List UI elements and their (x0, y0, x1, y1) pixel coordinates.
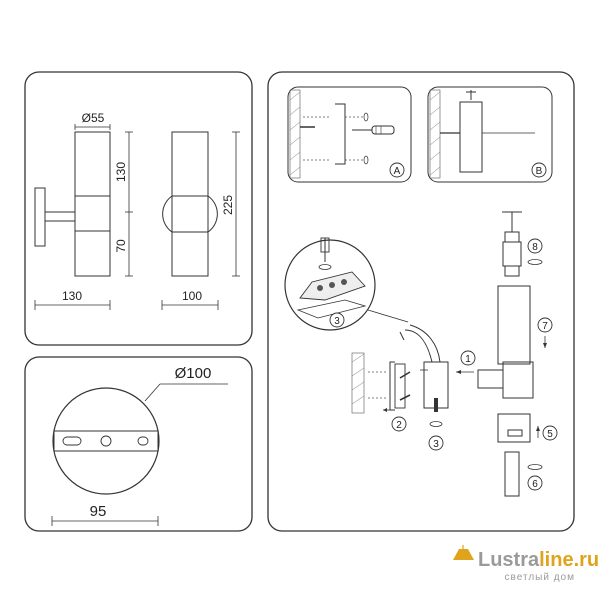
screwdriver-icon (352, 125, 395, 135)
step-circle-3b (428, 435, 444, 451)
step-circle-1 (460, 350, 476, 366)
shade-side (74, 131, 111, 277)
step-circle-5 (542, 425, 558, 441)
mount-slot-right (137, 436, 149, 446)
watermark-logo: Lustraline.ru светлый дом (453, 545, 599, 583)
detail-a: A (287, 86, 412, 183)
detail-a-frame (287, 86, 412, 183)
bulb-socket (502, 241, 522, 267)
panel-dimensions-frame (24, 71, 253, 346)
bulb-socket-top (504, 231, 520, 243)
lamp-lower-body (497, 413, 531, 443)
lamp-body (502, 361, 534, 399)
step-2: 2 (396, 420, 402, 431)
step-3b: 3 (433, 439, 439, 450)
panel-base-frame (24, 356, 253, 532)
dim-diameter-top: Ø55 (82, 111, 105, 125)
lamp-exploded-view (477, 211, 534, 497)
dim-base-diameter: Ø100 (175, 365, 212, 382)
base-circle-front-right (207, 195, 218, 233)
screwdriver-tip-icon (320, 237, 330, 253)
watermark-text: Lustraline.ru (478, 549, 599, 571)
arm-connector (477, 369, 504, 389)
mount-hole-center (100, 435, 112, 447)
mounting-bar (53, 430, 159, 452)
step-6: 6 (532, 479, 538, 490)
step-1: 1 (465, 354, 471, 365)
glass-shade (497, 285, 531, 365)
panel-install: A B (267, 71, 575, 532)
front-view-lamp (162, 131, 218, 277)
dim-height-total: 225 (221, 195, 235, 215)
shade-b (459, 101, 483, 173)
dim-height-upper: 130 (114, 162, 128, 182)
label-circle-a (389, 162, 405, 178)
step-3a: 3 (334, 316, 340, 327)
step-7: 7 (542, 321, 548, 332)
dim-height-lower: 70 (114, 239, 128, 253)
base-plate-circle (52, 387, 160, 495)
bracket-a (335, 103, 346, 165)
magnifier-circle (284, 239, 376, 331)
step-circle-6 (527, 475, 543, 491)
step-circle-3a (329, 312, 345, 328)
panel-install-frame (267, 71, 575, 532)
dim-mount-spacing: 95 (90, 503, 107, 520)
lower-tube (504, 451, 520, 497)
lamp-logo-icon (453, 545, 474, 560)
wall-hatch-main (351, 352, 365, 414)
base-circle-front-left (162, 195, 173, 233)
panel-base: Ø100 95 (24, 356, 253, 532)
wall-plate-side (34, 187, 46, 247)
detail-b: B (427, 86, 553, 183)
detail-b-label: B (536, 166, 543, 177)
step-5: 5 (547, 429, 553, 440)
watermark-tagline: светлый дом (505, 572, 575, 583)
step-circle-2 (391, 416, 407, 432)
dim-width: 100 (182, 289, 202, 303)
detail-a-label: A (394, 166, 401, 177)
panel-dimensions: Ø55 130 70 130 225 100 (24, 71, 253, 346)
step-circle-7 (537, 317, 553, 333)
screw-bottom (434, 398, 438, 412)
label-circle-b (531, 162, 547, 178)
side-view-lamp (34, 131, 111, 277)
wire-connector (296, 299, 367, 319)
bracket-main (389, 361, 395, 411)
detail-b-frame (427, 86, 553, 183)
wall-hatch-a (289, 89, 301, 179)
watermark-brand-2: line.ru (539, 549, 599, 571)
step-1-marker: 1 (456, 350, 476, 374)
terminal-magnifier: 3 (284, 237, 409, 331)
shade-front (171, 131, 209, 277)
step-8: 8 (532, 242, 538, 253)
step-circle-8 (527, 238, 543, 254)
watermark-brand-1: Lustra (478, 549, 540, 571)
mount-slot-left (62, 436, 82, 446)
wall-hatch-b (429, 89, 441, 179)
dim-depth: 130 (62, 289, 82, 303)
wall-mount-assembly: 2 3 (351, 324, 449, 451)
